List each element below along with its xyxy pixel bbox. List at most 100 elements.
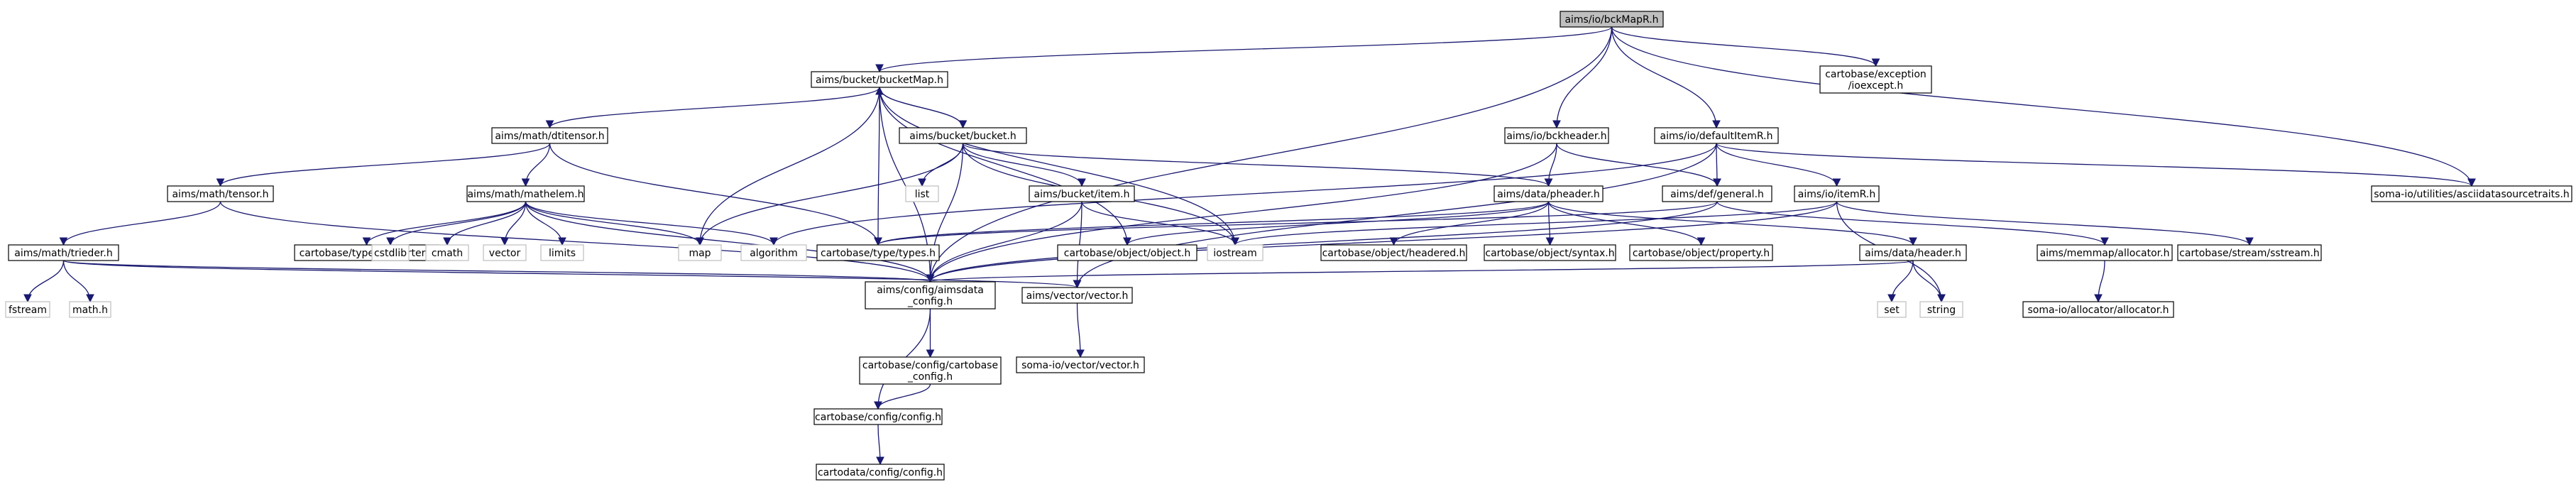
edge-line [525, 201, 704, 246]
node-soma-allocator[interactable]: soma-io/allocator/allocator.h [2022, 301, 2174, 318]
node-converter[interactable]: cartobase/type/converter.h [294, 244, 439, 261]
edge-line [62, 260, 934, 283]
edge-pheader-to-syntax [1545, 201, 1555, 246]
edge-bckheader-to-pheader [1544, 143, 1557, 187]
node-box [5, 301, 50, 318]
node-itemR[interactable]: aims/io/itemR.h [1794, 185, 1880, 202]
edge-allocator-to-soma_allocator [2094, 260, 2105, 303]
node-label: aims/memmap/allocator.h [2040, 248, 2170, 259]
node-box [2177, 244, 2322, 261]
node-general[interactable]: aims/def/general.h [1662, 185, 1772, 202]
edge-pheader-to-property [1547, 201, 1706, 246]
edge-line [874, 87, 882, 246]
edge-line [926, 201, 1083, 283]
node-ioexcept[interactable]: cartobase/exception/ioexcept.h [1819, 65, 1932, 94]
edge-line [926, 260, 1914, 283]
node-box [69, 301, 111, 318]
node-label: limits [549, 248, 576, 259]
node-box [813, 408, 943, 425]
edge-line [2094, 260, 2105, 303]
node-label: cartobase/object/syntax.h [1485, 248, 1614, 259]
node-label: aims/math/mathelem.h [467, 189, 583, 200]
node-sstream[interactable]: cartobase/stream/sstream.h [2177, 244, 2322, 261]
edge-line [521, 143, 551, 187]
edge-line [549, 143, 882, 246]
node-tensor[interactable]: aims/math/tensor.h [167, 185, 274, 202]
node-label: aims/bucket/item.h [1034, 189, 1130, 200]
edge-line [59, 201, 221, 246]
node-cmath: cmath [425, 244, 469, 261]
node-vectorh[interactable]: aims/vector/vector.h [1021, 287, 1133, 304]
node-headered[interactable]: cartobase/object/headered.h [1320, 244, 1467, 261]
edge-pheader-to-types [874, 201, 1550, 246]
edge-mathelem-to-vector [500, 201, 527, 246]
node-bucket[interactable]: aims/bucket/bucket.h [899, 127, 1027, 144]
node-property[interactable]: cartobase/object/property.h [1629, 244, 1773, 261]
node-bckheader[interactable]: aims/io/bckheader.h [1504, 127, 1609, 144]
edge-line [1123, 201, 1550, 246]
edge-layer [23, 26, 2476, 466]
edge-bucketMap-to-types [874, 87, 882, 246]
node-cartodata-config[interactable]: cartodata/config/config.h [816, 464, 945, 481]
edge-trieder-to-mathh [62, 260, 94, 303]
node-box [865, 281, 996, 310]
node-box [540, 244, 584, 261]
node-mathelem[interactable]: aims/math/mathelem.h [466, 185, 585, 202]
node-label: aims/def/general.h [1670, 189, 1764, 200]
node-allocator[interactable]: aims/memmap/allocator.h [2037, 244, 2173, 261]
node-label: _config.h [907, 296, 953, 307]
node-box [816, 464, 945, 481]
edge-item-to-iostream [1081, 201, 1239, 246]
edge-line [23, 260, 65, 303]
edge-line [386, 201, 527, 246]
edge-line [1547, 201, 1917, 246]
edge-line [525, 201, 778, 246]
node-types[interactable]: cartobase/type/types.h [816, 244, 940, 261]
node-syntax[interactable]: cartobase/object/syntax.h [1484, 244, 1616, 261]
edge-line [500, 201, 527, 246]
edge-general-to-aimsdata_config [926, 201, 1718, 283]
node-label: list [915, 189, 930, 200]
node-asciidata[interactable]: soma-io/utilities/asciidatasourcetraits.… [2371, 185, 2572, 202]
node-config[interactable]: cartobase/config/config.h [813, 408, 943, 425]
node-label: /ioexcept.h [1848, 80, 1904, 92]
edge-root-to-asciidata [1611, 26, 2476, 187]
node-dtitensor[interactable]: aims/math/dtitensor.h [491, 127, 608, 144]
node-label: cartobase/object/property.h [1633, 248, 1770, 259]
edge-cartobase_config-to-config [874, 383, 931, 410]
edge-root-to-bckheader [1552, 26, 1613, 129]
edge-line [62, 260, 94, 303]
node-box [1016, 356, 1145, 373]
node-box [466, 185, 585, 202]
edge-line [1836, 201, 2254, 246]
edge-line [219, 201, 935, 283]
node-label: aims/bucket/bucketMap.h [816, 75, 943, 86]
node-trieder[interactable]: aims/math/trieder.h [8, 244, 119, 261]
edge-root-to-ioexcept [1611, 26, 1880, 67]
node-set: set [1877, 301, 1907, 318]
node-mathh: math.h [69, 301, 111, 318]
edge-bucket-to-bucketMap [875, 86, 964, 128]
node-object[interactable]: cartobase/object/object.h [1057, 244, 1197, 261]
node-aimsdata-config[interactable]: aims/config/aimsdata_config.h [865, 281, 996, 310]
edge-line [525, 201, 566, 246]
node-label: soma-io/allocator/allocator.h [2027, 305, 2169, 316]
node-defaultItemR[interactable]: aims/io/defaultItemR.h [1654, 127, 1779, 144]
node-header[interactable]: aims/data/header.h [1859, 244, 1967, 261]
node-pheader[interactable]: aims/data/pheader.h [1493, 185, 1604, 202]
node-bucketMap[interactable]: aims/bucket/bucketMap.h [811, 71, 948, 88]
node-box [1877, 301, 1907, 318]
node-soma-vector[interactable]: soma-io/vector/vector.h [1016, 356, 1145, 373]
node-root[interactable]: aims/io/bckMapR.h [1560, 11, 1664, 28]
node-cartobase-config[interactable]: cartobase/config/cartobase_config.h [859, 356, 1002, 385]
edge-line [1556, 143, 1721, 187]
node-label: cartobase/exception [1825, 69, 1926, 80]
node-label: cmath [432, 248, 463, 259]
edge-bucket-to-list [918, 143, 964, 187]
edge-line [926, 201, 1838, 283]
node-label: cartobase/type/types.h [821, 248, 936, 259]
node-label: aims/data/pheader.h [1497, 189, 1600, 200]
node-label: set [1884, 305, 1900, 316]
node-item[interactable]: aims/bucket/item.h [1029, 185, 1135, 202]
node-string: string [1919, 301, 1963, 318]
